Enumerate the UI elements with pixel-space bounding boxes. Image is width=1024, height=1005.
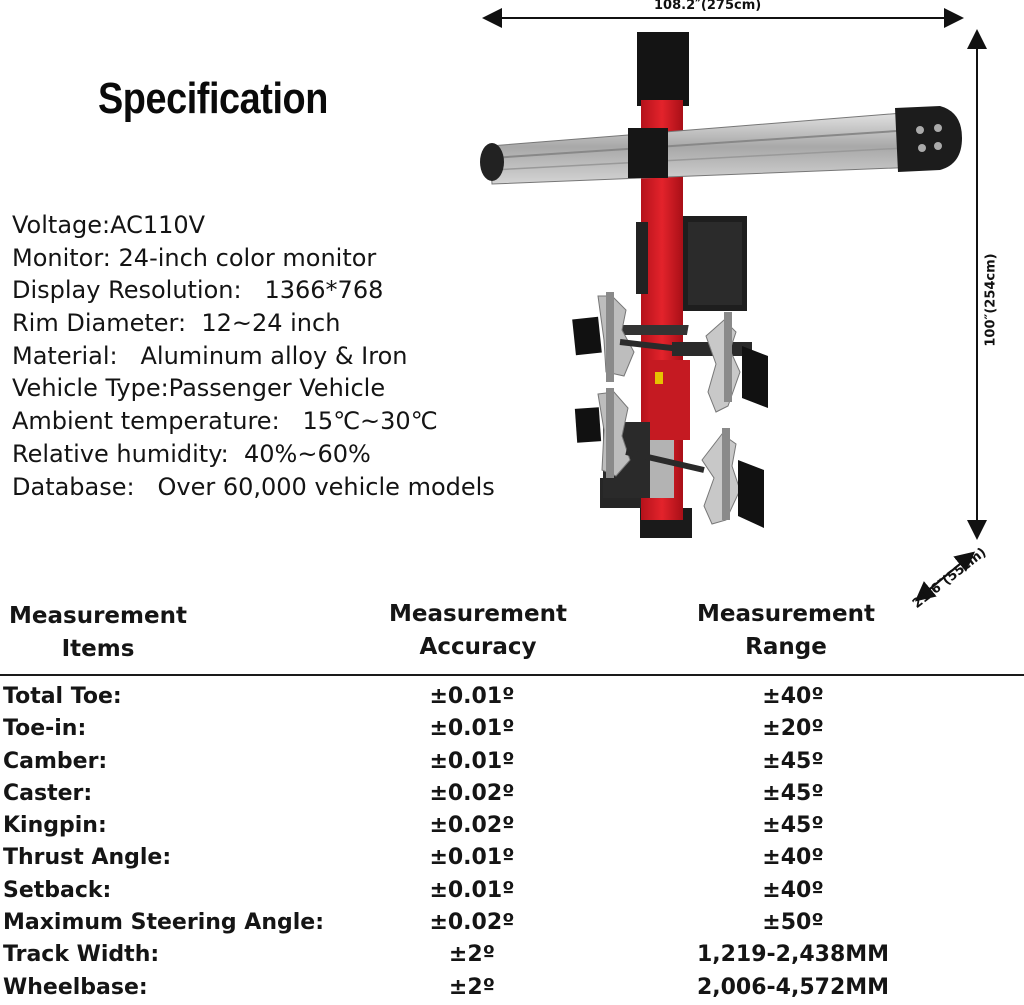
row-item: Setback: bbox=[3, 877, 112, 903]
monitor-screen bbox=[636, 216, 747, 311]
row-accuracy: ±0.01º bbox=[429, 748, 515, 774]
row-range: ±20º bbox=[762, 716, 824, 742]
row-accuracy: ±0.02º bbox=[429, 813, 515, 839]
measurement-table-header: Measurement Items Measurement Accuracy M… bbox=[0, 598, 1024, 668]
table-row: Camber: ±0.01º ±45º bbox=[0, 746, 1024, 778]
row-accuracy: ±0.01º bbox=[429, 716, 515, 742]
spec-label: Material: bbox=[12, 341, 118, 370]
spec-value: 24-inch color monitor bbox=[110, 243, 377, 272]
spec-label: Voltage: bbox=[12, 211, 111, 239]
spec-label: Database: bbox=[12, 472, 135, 501]
header-measurement-accuracy: Measurement Accuracy bbox=[389, 601, 567, 660]
spec-display-resolution: Display Resolution: 1366*768 bbox=[12, 274, 495, 307]
header-measurement-range: Measurement Range bbox=[697, 601, 875, 660]
measurement-table: Total Toe: ±0.01º ±40º Toe-in: ±0.01º ±20º C… bbox=[0, 681, 1024, 1004]
spec-vehicle-type: Vehicle Type:Passenger Vehicle bbox=[12, 372, 495, 405]
spec-label: Rim Diameter: bbox=[12, 309, 187, 338]
row-range: ±40º bbox=[762, 877, 824, 903]
table-row: Kingpin: ±0.02º ±45º bbox=[0, 810, 1024, 842]
table-row: Thrust Angle: ±0.01º ±40º bbox=[0, 842, 1024, 874]
wheel-clamp-left-top bbox=[572, 292, 635, 382]
spec-value: Over 60,000 vehicle models bbox=[134, 472, 495, 501]
row-range: ±50º bbox=[762, 910, 824, 936]
spec-label: Vehicle Type: bbox=[12, 374, 169, 403]
row-accuracy: ±0.02º bbox=[429, 910, 515, 936]
row-item: Maximum Steering Angle: bbox=[3, 910, 324, 936]
spec-value: 15℃~30℃ bbox=[279, 407, 438, 436]
spec-voltage: Voltage:AC110V bbox=[12, 209, 495, 242]
spec-database: Database: Over 60,000 vehicle models bbox=[12, 471, 495, 504]
row-item: Track Width: bbox=[3, 942, 160, 968]
spec-label: Relative humidity: bbox=[12, 439, 229, 468]
table-row: Maximum Steering Angle: ±0.02º ±50º bbox=[0, 907, 1024, 939]
spec-list: Voltage:AC110V Monitor: 24-inch color mo… bbox=[12, 209, 495, 503]
spec-ambient-temperature: Ambient temperature: 15℃~30℃ bbox=[12, 405, 495, 438]
spec-label: Ambient temperature: bbox=[12, 407, 280, 436]
wheel-clamp-right-bottom bbox=[701, 428, 764, 528]
spec-material: Material: Aluminum alloy & Iron bbox=[12, 340, 495, 373]
spec-value: 1366*768 bbox=[241, 276, 384, 305]
row-range: 1,219-2,438MM bbox=[696, 942, 890, 968]
spec-rim-diameter: Rim Diameter: 12~24 inch bbox=[12, 307, 495, 340]
row-accuracy: ±0.02º bbox=[429, 780, 515, 806]
row-accuracy: ±2º bbox=[448, 974, 496, 1000]
row-item: Caster: bbox=[3, 780, 93, 806]
table-row: Toe-in: ±0.01º ±20º bbox=[0, 713, 1024, 745]
row-accuracy: ±0.01º bbox=[429, 684, 515, 709]
header-measurement-items: Measurement Items bbox=[9, 603, 187, 662]
table-header-divider bbox=[0, 674, 1024, 676]
column-top-cap bbox=[637, 32, 689, 106]
row-item: Total Toe: bbox=[3, 684, 122, 709]
row-range: ±40º bbox=[762, 845, 824, 871]
wheel-aligner-illustration bbox=[480, 8, 987, 602]
row-item: Camber: bbox=[3, 748, 108, 774]
spec-label: Monitor: bbox=[12, 243, 111, 272]
row-range: ±45º bbox=[762, 780, 824, 806]
height-dimension-label: 100″(254cm) bbox=[983, 253, 999, 347]
spec-label: Display Resolution: bbox=[12, 276, 242, 305]
table-row: Setback: ±0.01º ±40º bbox=[0, 875, 1024, 907]
spec-value: 40%~60% bbox=[228, 439, 371, 468]
wheel-clamp-left-bottom bbox=[574, 388, 631, 478]
spec-value: Aluminum alloy & Iron bbox=[117, 341, 408, 370]
row-range: ±40º bbox=[762, 684, 824, 709]
table-row: Wheelbase: ±2º 2,006-4,572MM bbox=[0, 972, 1024, 1004]
table-row: Track Width: ±2º 1,219-2,438MM bbox=[0, 939, 1024, 971]
row-item: Wheelbase: bbox=[3, 974, 148, 1000]
row-range: 2,006-4,572MM bbox=[696, 974, 890, 1000]
wheel-clamp-right-top bbox=[705, 312, 768, 413]
row-item: Kingpin: bbox=[3, 813, 107, 839]
page-title: Specification bbox=[98, 74, 328, 123]
depth-dimension-arrow bbox=[914, 551, 976, 602]
spec-value: Passenger Vehicle bbox=[168, 374, 386, 403]
table-row: Total Toe: ±0.01º ±40º bbox=[0, 681, 1024, 713]
camera-crossbeam bbox=[480, 106, 962, 185]
row-accuracy: ±0.01º bbox=[429, 845, 515, 871]
row-accuracy: ±2º bbox=[448, 942, 496, 968]
row-item: Toe-in: bbox=[3, 716, 87, 742]
spec-monitor: Monitor: 24-inch color monitor bbox=[12, 242, 495, 275]
width-dimension-label: 108.2″(275cm) bbox=[650, 0, 766, 13]
table-row: Caster: ±0.02º ±45º bbox=[0, 778, 1024, 810]
spec-value: 12~24 inch bbox=[186, 309, 341, 338]
row-accuracy: ±0.01º bbox=[429, 877, 515, 903]
spec-relative-humidity: Relative humidity: 40%~60% bbox=[12, 438, 495, 471]
row-range: ±45º bbox=[762, 748, 824, 774]
row-range: ±45º bbox=[762, 813, 824, 839]
row-item: Thrust Angle: bbox=[3, 845, 172, 871]
spec-value: AC110V bbox=[110, 211, 206, 239]
